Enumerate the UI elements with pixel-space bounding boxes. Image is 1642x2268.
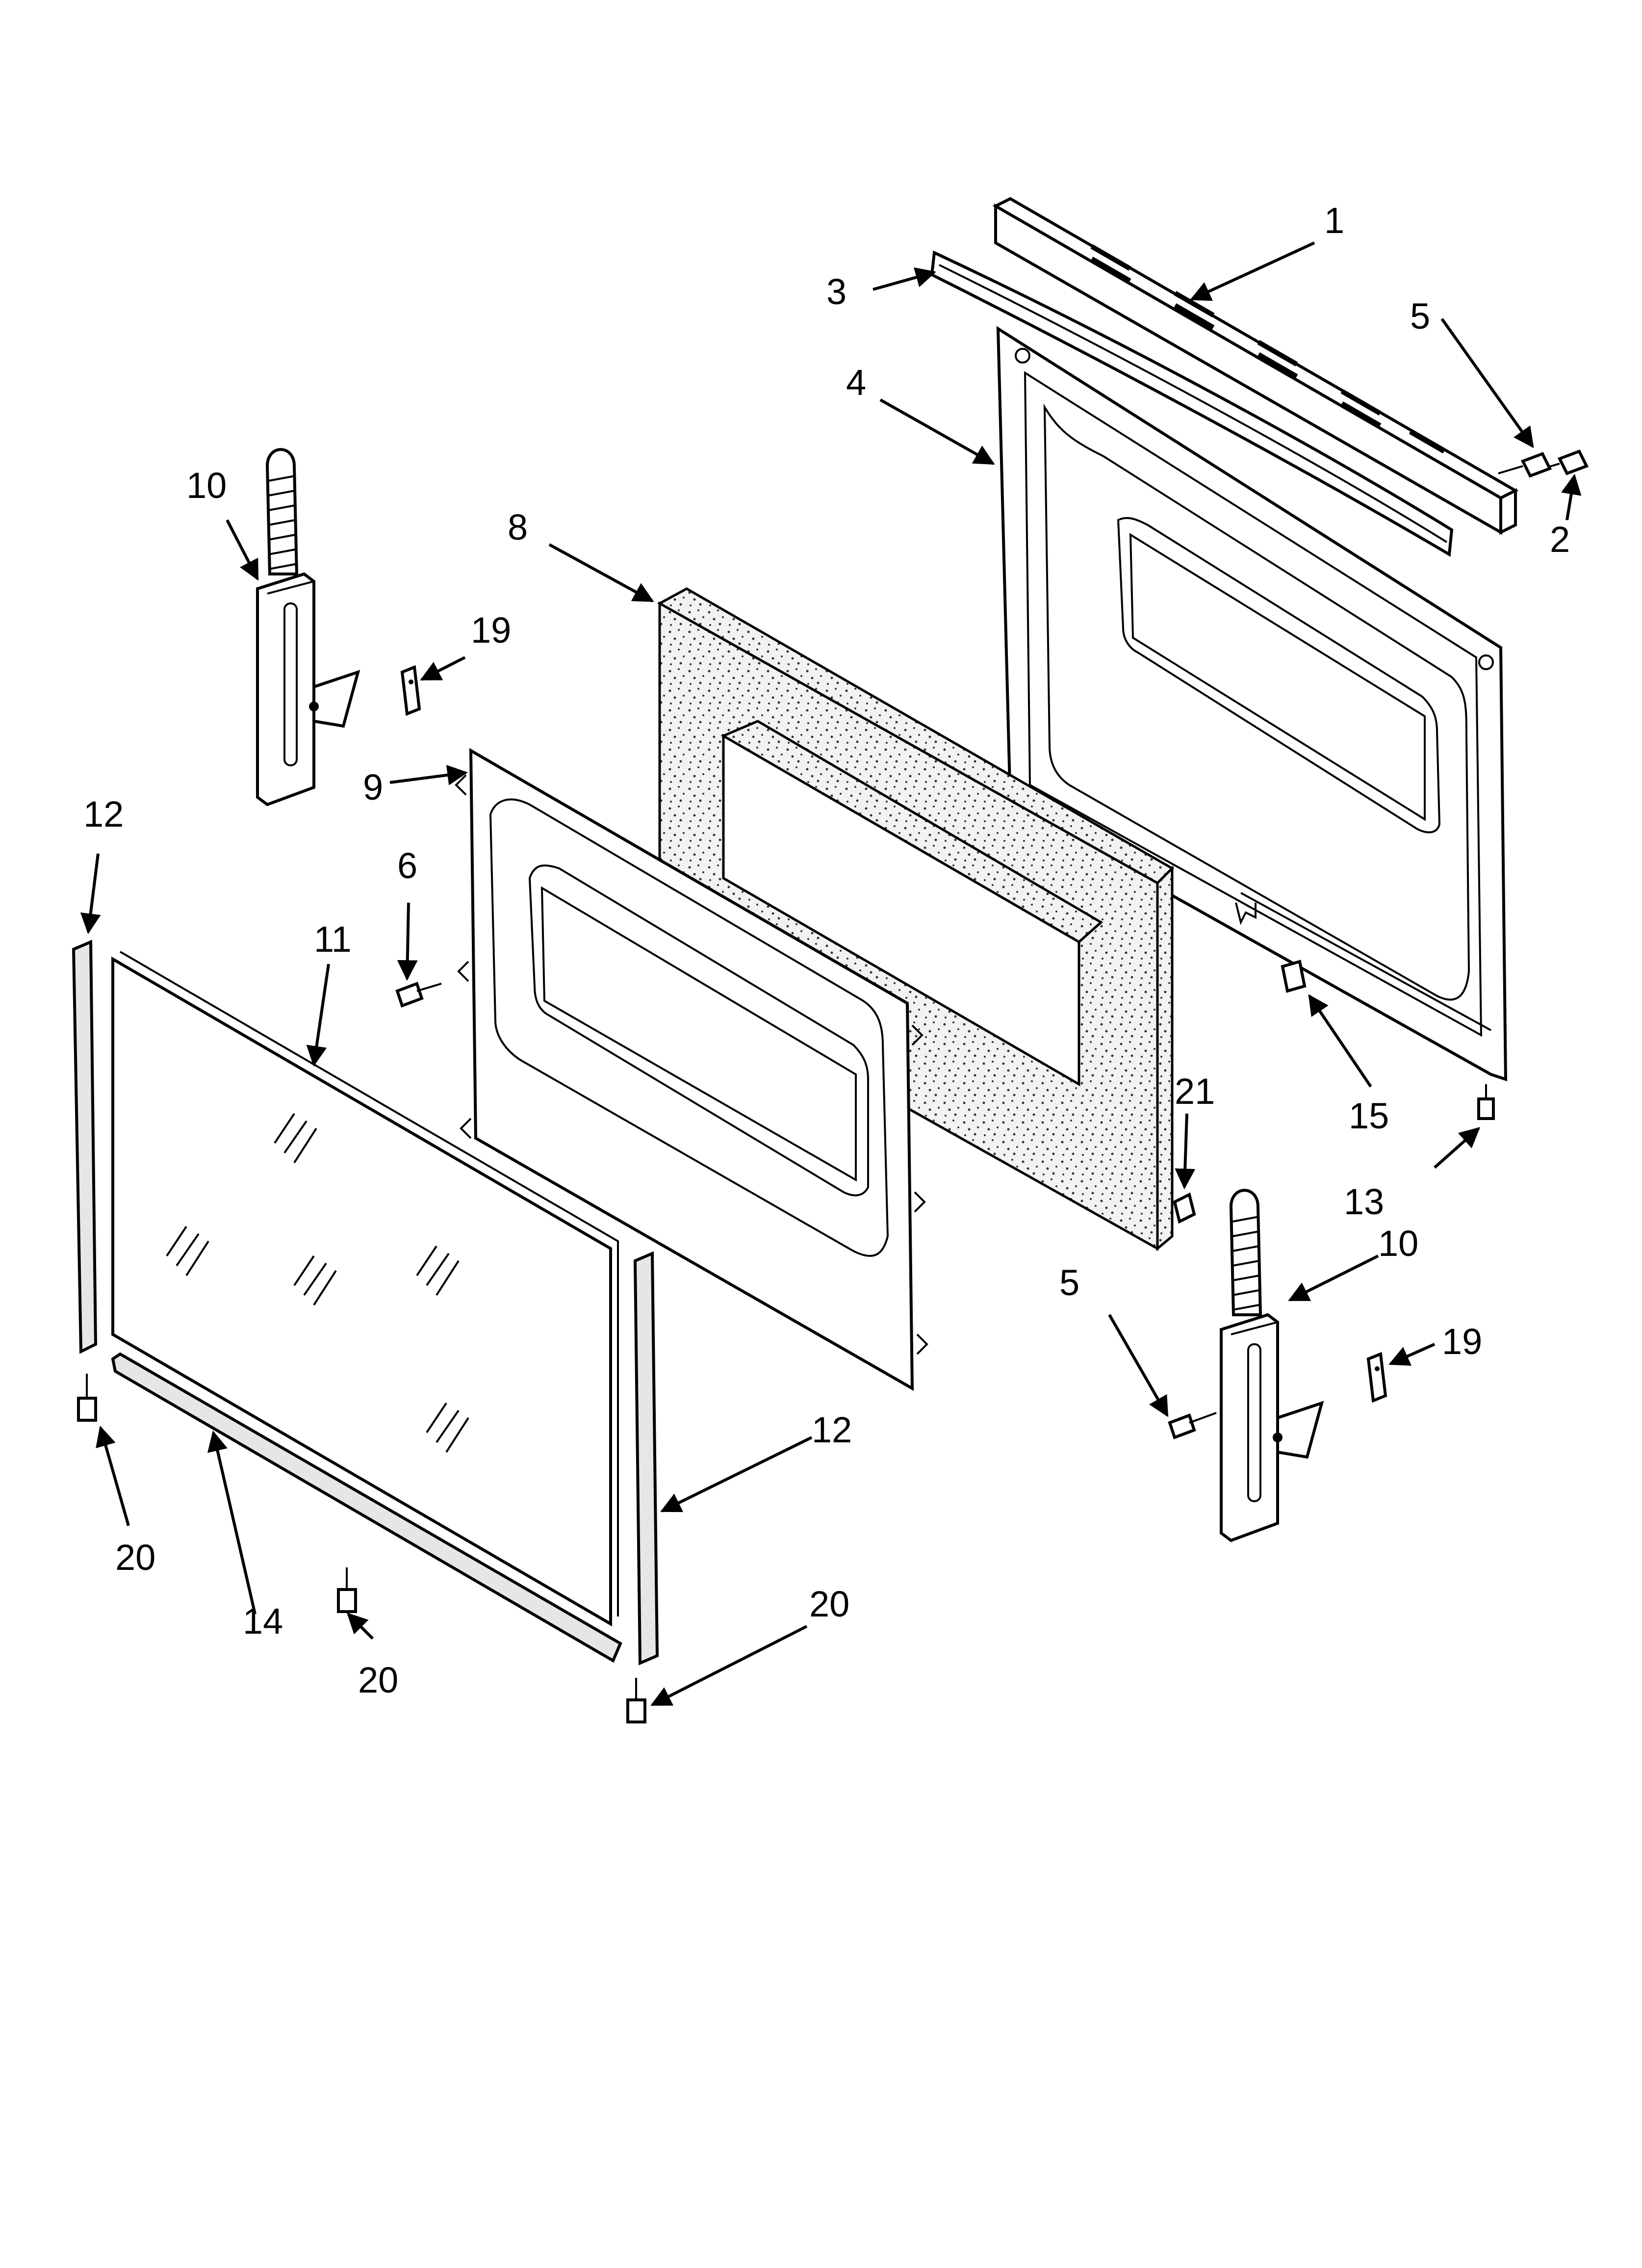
callout-4: 4 bbox=[846, 362, 866, 403]
glass-panel-part bbox=[111, 951, 619, 1627]
screw-20-left bbox=[77, 1374, 97, 1422]
callout-20-right: 20 bbox=[809, 1584, 849, 1624]
screw-13 bbox=[1477, 1084, 1495, 1120]
callout-12-right: 12 bbox=[812, 1409, 852, 1450]
inner-door-liner-part bbox=[455, 748, 928, 1391]
callout-11: 11 bbox=[314, 919, 352, 960]
bottom-trim-part bbox=[111, 1352, 622, 1663]
callout-20-center: 20 bbox=[358, 1660, 398, 1700]
callout-12-left: 12 bbox=[83, 794, 124, 834]
callout-1: 1 bbox=[1324, 200, 1344, 241]
callout-2: 2 bbox=[1550, 519, 1570, 560]
callout-3: 3 bbox=[826, 271, 847, 312]
insulation-part bbox=[657, 587, 1175, 1251]
callout-14: 14 bbox=[243, 1601, 283, 1642]
callout-9: 9 bbox=[363, 767, 383, 808]
screw-6 bbox=[395, 982, 442, 1008]
side-trim-left-part bbox=[72, 939, 98, 1354]
callout-13: 13 bbox=[1344, 1181, 1384, 1222]
hinge-left-part bbox=[256, 448, 360, 807]
callout-21: 21 bbox=[1175, 1071, 1215, 1112]
screw-5-bottom bbox=[1168, 1412, 1217, 1439]
door-handle-part bbox=[930, 250, 1454, 557]
callout-15: 15 bbox=[1349, 1095, 1389, 1136]
screw-5-top bbox=[1498, 452, 1552, 478]
callout-5-bottom: 5 bbox=[1059, 1262, 1079, 1303]
callout-19-right: 19 bbox=[1442, 1321, 1482, 1362]
side-trim-right-part bbox=[633, 1251, 659, 1666]
clip-15 bbox=[1281, 960, 1307, 993]
hinge-right-part bbox=[1220, 1189, 1324, 1542]
screw-21 bbox=[1173, 1192, 1196, 1224]
screw-20-center bbox=[337, 1567, 357, 1613]
callout-8: 8 bbox=[508, 507, 528, 547]
callout-labels: 1 2 3 4 5 5 6 8 9 10 10 11 12 12 13 14 1… bbox=[83, 200, 1570, 1700]
callout-6: 6 bbox=[397, 845, 417, 886]
callout-10-left: 10 bbox=[186, 465, 227, 506]
vent-trim-part bbox=[992, 197, 1519, 535]
callout-19-left: 19 bbox=[471, 610, 511, 651]
leader-lines bbox=[80, 241, 1582, 1706]
callout-20-left: 20 bbox=[115, 1537, 155, 1578]
receptacle-clip-right-part bbox=[1366, 1352, 1387, 1403]
outer-door-panel-part bbox=[996, 326, 1508, 1082]
callout-10-right: 10 bbox=[1378, 1223, 1418, 1264]
screw-20-right bbox=[626, 1678, 646, 1723]
callout-5-top: 5 bbox=[1410, 296, 1430, 337]
receptacle-clip-left-part bbox=[400, 665, 421, 716]
